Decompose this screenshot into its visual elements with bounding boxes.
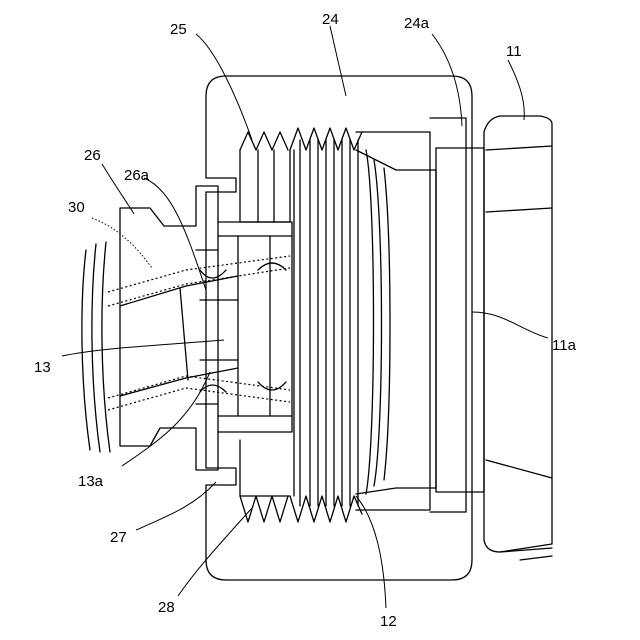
label-27: 27 (110, 529, 127, 546)
label-11: 11 (506, 43, 522, 60)
seal-28 (240, 496, 288, 522)
label-26a: 26a (124, 167, 150, 184)
label-13a: 13a (78, 473, 104, 490)
label-13: 13 (34, 359, 51, 376)
cable-30-dashed (108, 256, 290, 410)
label-25: 25 (170, 21, 187, 38)
label-28: 28 (158, 599, 175, 616)
label-26: 26 (84, 147, 101, 164)
seal-25 (240, 132, 288, 150)
label-11a: 11a (552, 337, 577, 354)
label-24: 24 (322, 11, 339, 28)
leader-30 (92, 218, 152, 268)
label-30: 30 (68, 199, 85, 216)
leader-lines (62, 26, 548, 608)
housing-24 (206, 76, 472, 580)
inner-block-11a (436, 148, 484, 492)
label-24a: 24a (404, 15, 430, 32)
tube-13 (120, 276, 238, 306)
part-11 (484, 116, 552, 552)
label-12: 12 (380, 613, 397, 630)
